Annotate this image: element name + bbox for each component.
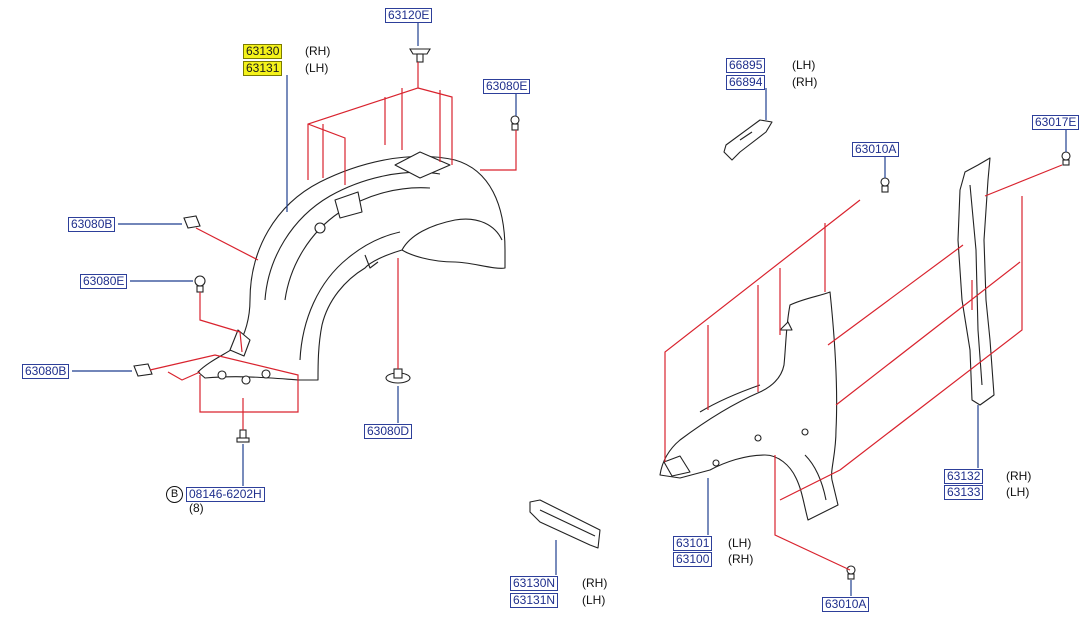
part-number-63017E[interactable]: 63017E: [1032, 115, 1080, 130]
side-label-63131: (LH): [305, 61, 329, 75]
fastener-drawings: [133, 48, 1071, 580]
part-number-63130[interactable]: 63130: [243, 44, 283, 59]
part-number-63080E-top[interactable]: 63080E: [483, 79, 531, 94]
reference-mark-b: B: [166, 486, 183, 503]
red-leader-lines: [149, 62, 1063, 571]
part-number-63080B-lower[interactable]: 63080B: [22, 364, 70, 379]
part-number-66895[interactable]: 66895: [726, 58, 766, 73]
quantity-label-08146: (8): [189, 501, 204, 515]
splash-guard-drawing: [529, 499, 601, 549]
part-number-63010A-top[interactable]: 63010A: [852, 142, 900, 157]
part-number-63131N[interactable]: 63131N: [510, 593, 559, 608]
side-label-63130N: (RH): [582, 576, 608, 590]
fender-drawing: [659, 291, 839, 521]
bracket-drawing: [723, 119, 773, 161]
part-number-66894[interactable]: 66894: [726, 75, 766, 90]
part-number-63130N[interactable]: 63130N: [510, 576, 559, 591]
part-number-63010A-bottom[interactable]: 63010A: [822, 597, 870, 612]
side-label-63100: (RH): [728, 552, 754, 566]
part-number-63131[interactable]: 63131: [243, 61, 283, 76]
part-number-63100[interactable]: 63100: [673, 552, 713, 567]
side-label-63130: (RH): [305, 44, 331, 58]
side-label-66894: (RH): [792, 75, 818, 89]
blue-leader-lines: [72, 22, 1067, 596]
part-number-63132[interactable]: 63132: [944, 469, 984, 484]
part-number-63133[interactable]: 63133: [944, 485, 984, 500]
part-number-63080B-upper[interactable]: 63080B: [68, 217, 116, 232]
part-number-08146-6202H[interactable]: 08146-6202H: [186, 487, 265, 502]
side-label-63132: (RH): [1006, 469, 1032, 483]
side-label-66895: (LH): [792, 58, 816, 72]
side-label-63131N: (LH): [582, 593, 606, 607]
side-label-63101: (LH): [728, 536, 752, 550]
seal-strip-drawing: [957, 157, 995, 406]
part-number-63080D[interactable]: 63080D: [364, 424, 413, 439]
part-number-63080E-mid[interactable]: 63080E: [80, 274, 128, 289]
part-number-63101[interactable]: 63101: [673, 536, 713, 551]
wheel-liner-drawing: [197, 151, 506, 385]
side-label-63133: (LH): [1006, 485, 1030, 499]
part-number-63120E[interactable]: 63120E: [385, 8, 433, 23]
